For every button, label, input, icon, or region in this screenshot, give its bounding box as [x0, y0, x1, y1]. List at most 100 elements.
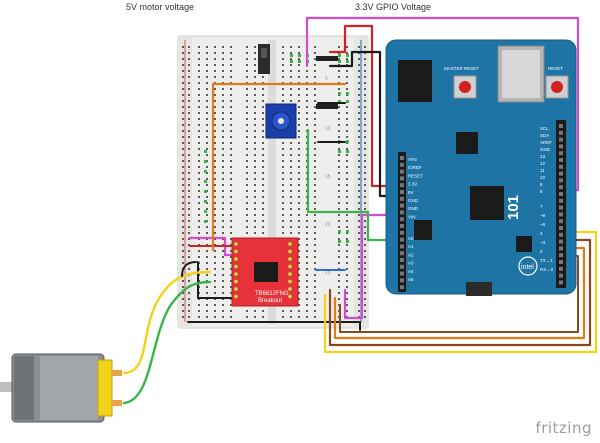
breadboard-hole [262, 232, 264, 234]
breadboard-hole [182, 46, 184, 48]
breadboard-hole [198, 64, 200, 66]
breadboard-hole [214, 292, 216, 294]
breadboard-hole [314, 292, 316, 294]
breadboard-hole [198, 250, 200, 252]
breadboard-hole [214, 262, 216, 264]
breadboard-hole [358, 244, 360, 246]
breadboard-active-hole [346, 54, 349, 57]
breadboard-hole [358, 178, 360, 180]
breadboard-hole [182, 76, 184, 78]
breadboard-hole [198, 88, 200, 90]
breadboard-hole [182, 214, 184, 216]
breadboard-hole [338, 88, 340, 90]
breadboard-active-hole [290, 60, 293, 63]
breadboard-hole [364, 148, 366, 150]
breadboard-hole [254, 310, 256, 312]
breadboard-hole [214, 286, 216, 288]
breadboard-hole [230, 130, 232, 132]
breadboard-hole [214, 316, 216, 318]
breadboard-hole [364, 160, 366, 162]
breadboard-hole [262, 142, 264, 144]
breadboard-hole [246, 220, 248, 222]
breadboard-hole [298, 52, 300, 54]
driver-pin [233, 249, 239, 255]
breadboard-hole [364, 310, 366, 312]
breadboard-hole [206, 214, 208, 216]
breadboard-hole [282, 310, 284, 312]
breadboard-hole [206, 70, 208, 72]
breadboard-hole [198, 256, 200, 258]
breadboard-hole [188, 124, 190, 126]
breadboard-hole [346, 118, 348, 120]
breadboard-active-hole [346, 92, 349, 95]
breadboard-hole [314, 184, 316, 186]
breadboard-hole [254, 172, 256, 174]
breadboard-hole [262, 88, 264, 90]
breadboard-hole [222, 172, 224, 174]
breadboard-hole [222, 202, 224, 204]
breadboard-hole [358, 202, 360, 204]
breadboard-hole [206, 82, 208, 84]
breadboard-hole [298, 46, 300, 48]
breadboard-hole [282, 226, 284, 228]
breadboard-hole [214, 124, 216, 126]
header-pin [400, 237, 404, 242]
breadboard-hole [262, 76, 264, 78]
header-pin [559, 212, 563, 217]
breadboard-active-hole [338, 150, 341, 153]
breadboard-hole [338, 70, 340, 72]
breadboard-hole [182, 292, 184, 294]
breadboard-active-hole [290, 54, 293, 57]
breadboard-hole [214, 130, 216, 132]
breadboard-hole [198, 160, 200, 162]
breadboard-hole [262, 124, 264, 126]
breadboard-hole [282, 160, 284, 162]
breadboard-hole [282, 70, 284, 72]
breadboard-hole [254, 226, 256, 228]
breadboard-hole [246, 124, 248, 126]
breadboard-hole [222, 160, 224, 162]
breadboard-hole [314, 112, 316, 114]
breadboard-hole [222, 148, 224, 150]
breadboard-hole [346, 166, 348, 168]
power-pin-label: GND [408, 206, 419, 211]
breadboard-hole [198, 202, 200, 204]
header-pin [559, 158, 563, 162]
breadboard-hole [298, 274, 300, 276]
breadboard-hole [306, 124, 308, 126]
breadboard-hole [364, 262, 366, 264]
breadboard-hole [364, 202, 366, 204]
breadboard-hole [282, 184, 284, 186]
breadboard-hole [314, 160, 316, 162]
breadboard-hole [282, 94, 284, 96]
breadboard-hole [222, 136, 224, 138]
driver-pin [233, 241, 239, 247]
breadboard-hole [290, 94, 292, 96]
breadboard-hole [364, 178, 366, 180]
breadboard-hole [358, 184, 360, 186]
breadboard-hole [182, 226, 184, 228]
breadboard-hole [230, 124, 232, 126]
breadboard-hole [290, 154, 292, 156]
breadboard-hole [182, 142, 184, 144]
breadboard-hole [364, 124, 366, 126]
breadboard-hole [298, 106, 300, 108]
breadboard-hole [188, 220, 190, 222]
breadboard-hole [364, 118, 366, 120]
breadboard-hole [364, 208, 366, 210]
header-pin [400, 258, 404, 262]
breadboard-hole [188, 214, 190, 216]
breadboard-hole [298, 94, 300, 96]
breadboard-hole [338, 286, 340, 288]
driver-label-line2: Breakout [258, 298, 282, 304]
digital-pin-label: 7 [540, 204, 543, 209]
breadboard-hole [254, 148, 256, 150]
breadboard-hole [246, 52, 248, 54]
breadboard-hole [282, 46, 284, 48]
black-wire-4 [197, 261, 246, 299]
breadboard-hole [346, 286, 348, 288]
breadboard-hole [254, 208, 256, 210]
breadboard-hole [254, 196, 256, 198]
breadboard-hole [282, 214, 284, 216]
breadboard-hole [214, 46, 216, 48]
